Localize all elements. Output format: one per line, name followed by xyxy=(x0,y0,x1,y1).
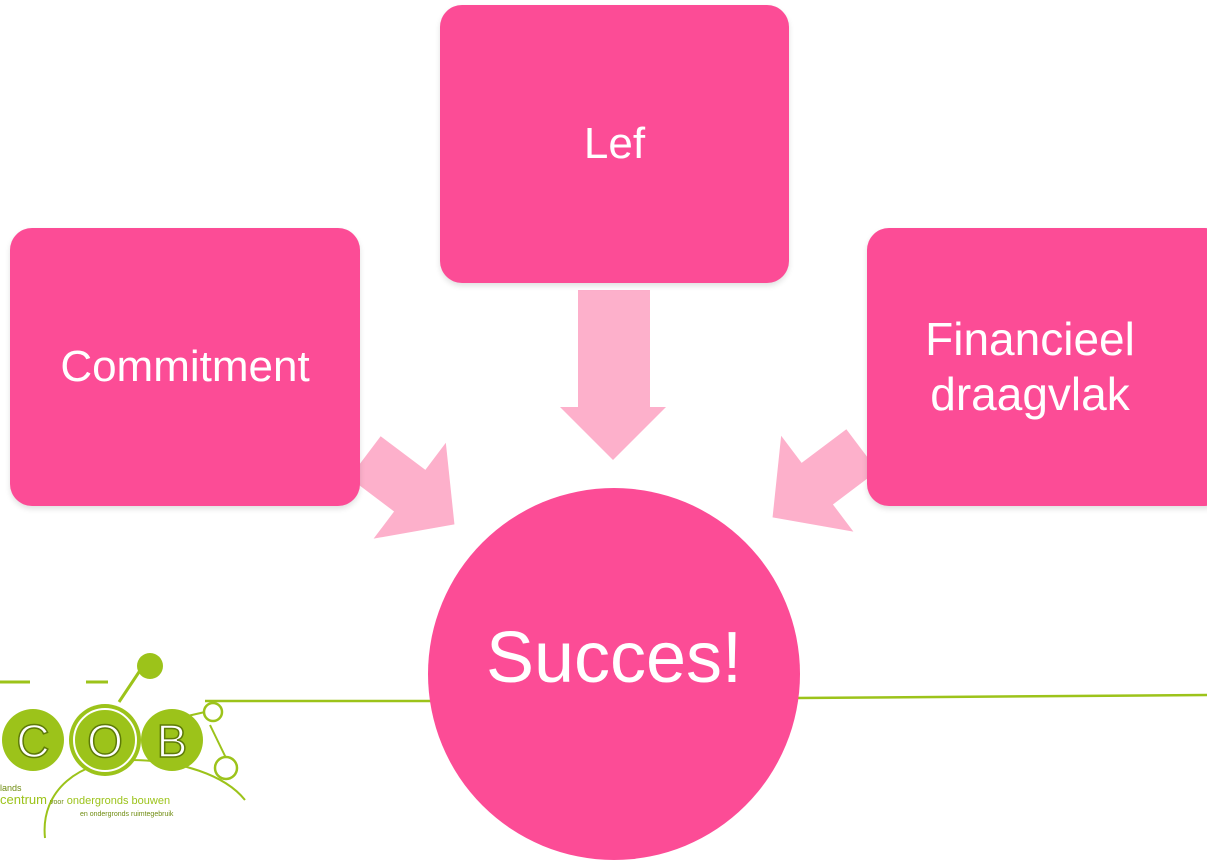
arrow-from-commitment xyxy=(349,436,455,539)
green-rule-right xyxy=(795,693,1207,700)
arrow-from-financieel xyxy=(772,429,878,532)
logo-line2-small: voor xyxy=(50,799,64,806)
logo-line2-suffix: ondergronds bouwen xyxy=(67,795,170,807)
logo-circle-b xyxy=(141,709,203,771)
cob-logo: C O B lands centrum voor ondergronds bou… xyxy=(0,653,246,839)
center-circle-succes: Succes! xyxy=(428,488,800,860)
arrow-from-lef xyxy=(560,290,666,460)
center-circle-label: Succes! xyxy=(485,618,743,698)
logo-connector xyxy=(209,724,227,759)
logo-circle-c xyxy=(2,709,64,771)
logo-line1: lands xyxy=(0,783,22,793)
logo-line2-prefix: centrum xyxy=(0,792,47,807)
box-commitment: Commitment xyxy=(10,228,360,506)
box-financieel-draagvlak: Financieel draagvlak xyxy=(867,228,1207,506)
logo-line2: centrum voor ondergronds bouwen xyxy=(0,792,170,807)
logo-line3: en ondergronds ruimtegebruik xyxy=(80,811,174,818)
box-lef: Lef xyxy=(440,5,789,283)
logo-letter-b: B xyxy=(157,715,188,767)
logo-dot xyxy=(137,653,163,679)
box-lef-label: Lef xyxy=(583,118,646,168)
box-commitment-label: Commitment xyxy=(60,341,310,391)
logo-letter-o: O xyxy=(87,715,123,767)
logo-letter-c: C xyxy=(16,715,49,767)
logo-circle-o-inner xyxy=(73,708,137,772)
logo-ring xyxy=(202,701,224,723)
box-financieel-label: Financieel draagvlak xyxy=(925,312,1135,420)
logo-ring xyxy=(213,755,239,781)
